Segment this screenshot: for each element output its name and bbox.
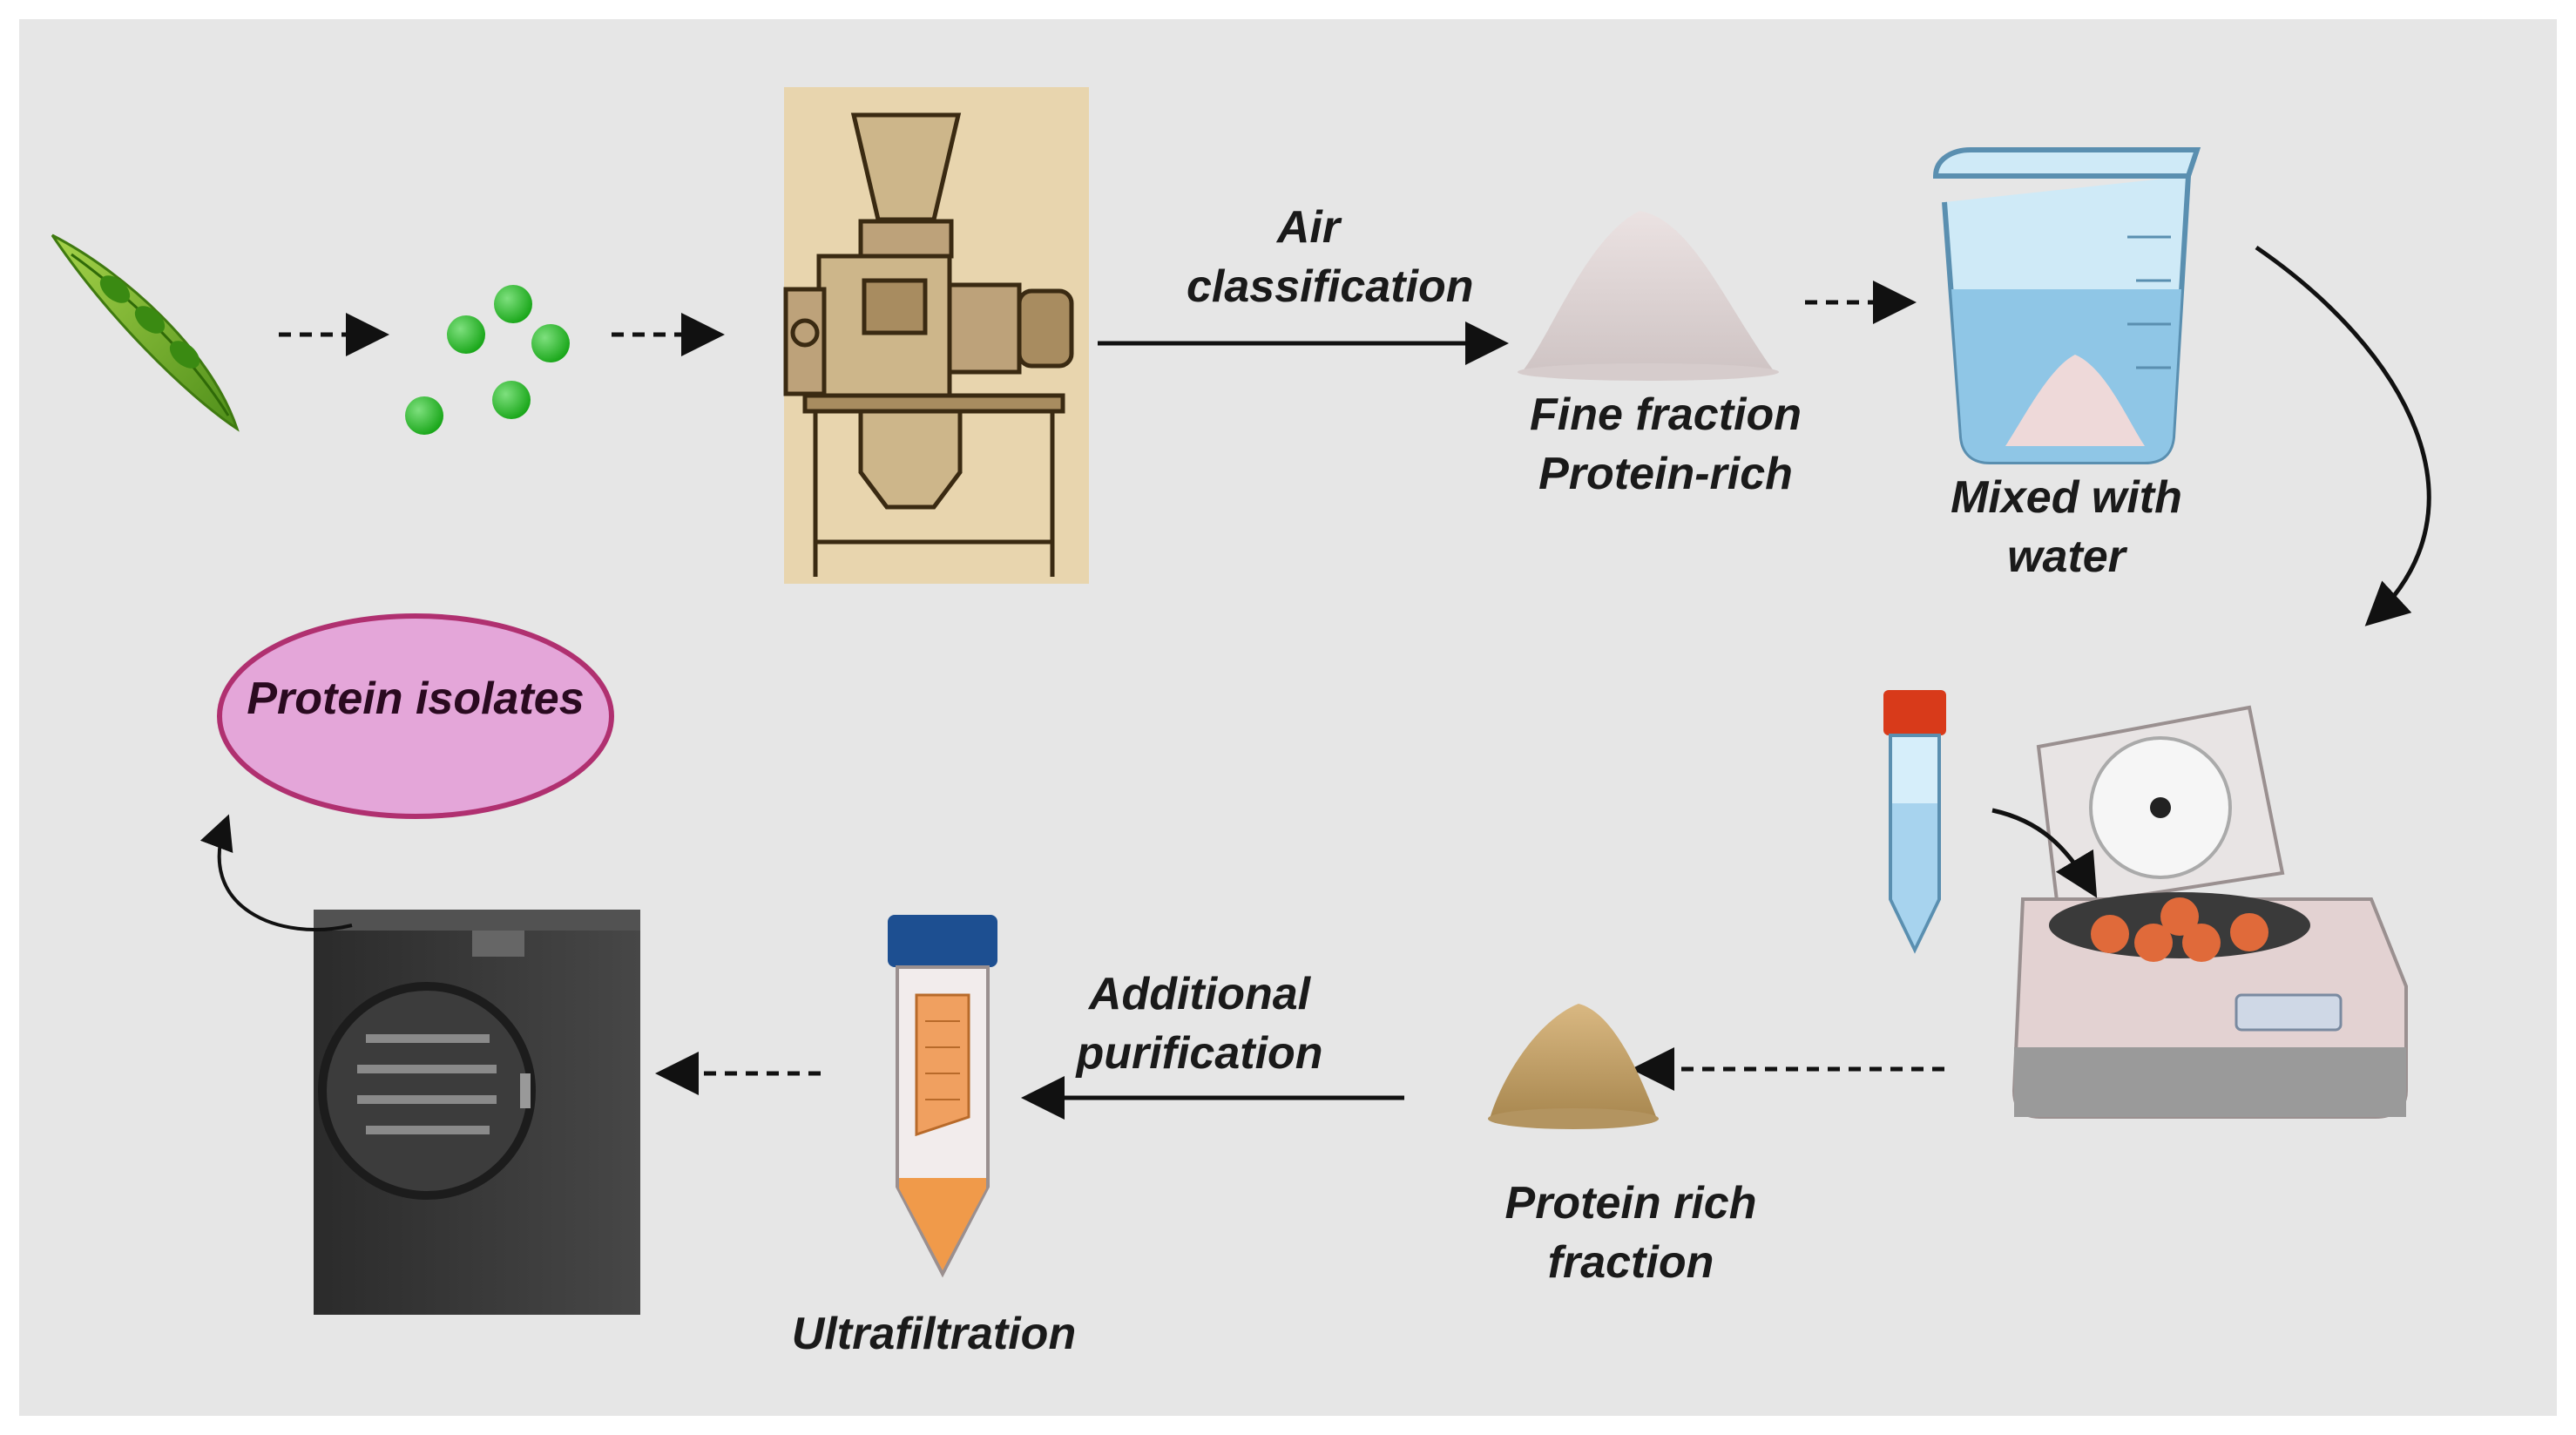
process-diagram [51,87,2431,1315]
air-classifier-machine-icon [783,87,1089,584]
mixed-with-water-line-1: Mixed with [1951,472,2182,523]
curved-arrow-to-centrifuge [2255,245,2431,626]
centrifuge-tube-icon [1883,690,1946,954]
protein-rich-fraction-line-1: Protein rich [1504,1178,1757,1229]
fine-fraction-line-1: Fine fraction [1529,389,1802,440]
fine-fraction-powder-icon [1518,211,1779,381]
air-classification-label: Air classification [1187,198,1474,316]
protein-rich-fraction-label: Protein rich fraction [1474,1174,1788,1292]
beaker-with-water-icon [1932,147,2201,464]
mixed-with-water-line-2: water [2007,531,2126,582]
additional-purification-line-1: Additional [1088,969,1311,1019]
centrifuge-machine-icon [1991,705,2408,1119]
additional-purification-label: Additional purification [1056,965,1343,1083]
protein-rich-fraction-powder-icon [1488,1004,1659,1129]
freeze-dryer-icon [314,910,640,1315]
fine-fraction-label: Fine fraction Protein-rich [1483,385,1849,504]
ultrafiltration-tube-icon [888,915,997,1278]
mixed-with-water-label: Mixed with water [1923,468,2210,586]
protein-isolates-label: Protein isolates [220,669,612,728]
diagram-canvas: Air classification Fine fraction Protein… [19,19,2557,1416]
ultrafiltration-label: Ultrafiltration [768,1304,1099,1364]
pea-pod-icon [51,234,240,432]
air-classification-line-1: Air [1276,202,1341,253]
air-classification-line-2: classification [1187,261,1474,312]
protein-isolates-ellipse [217,613,614,819]
ultrafiltration-text: Ultrafiltration [791,1309,1077,1359]
fine-fraction-line-2: Protein-rich [1538,449,1793,499]
protein-isolates-text: Protein isolates [247,674,585,724]
protein-rich-fraction-line-2: fraction [1547,1237,1714,1288]
peas-icon [405,285,570,435]
additional-purification-line-2: purification [1076,1028,1323,1079]
curved-arrow-to-isolates [199,814,353,931]
